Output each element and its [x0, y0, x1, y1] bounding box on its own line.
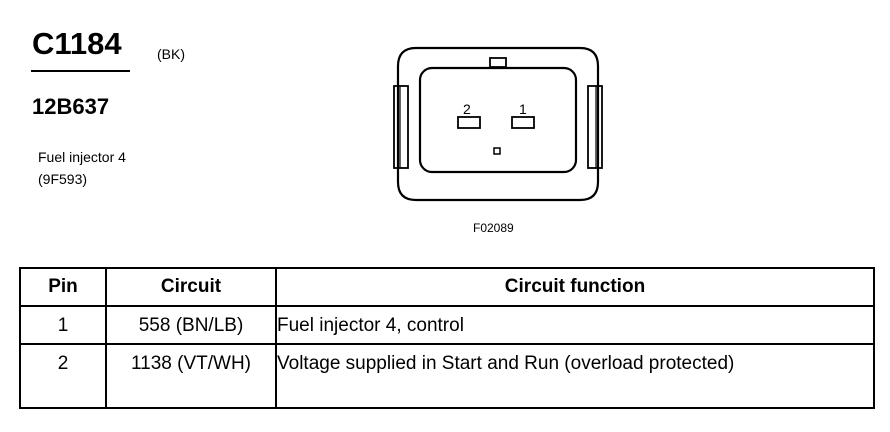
pin-cell: 2: [19, 343, 107, 409]
connector-inner-face: [418, 66, 578, 174]
connector-latch-tab: [489, 57, 507, 68]
header-circuit: Circuit: [105, 267, 277, 307]
pin-2-label: 2: [463, 101, 471, 117]
figure-id: F02089: [473, 221, 514, 235]
pin-1-label: 1: [519, 101, 527, 117]
connector-right-rail: [587, 85, 603, 169]
connector-housing-outline: [396, 46, 600, 202]
component-code: (9F593): [38, 171, 88, 187]
circuit-cell: 558 (BN/LB): [105, 306, 277, 344]
table-row: 2 1138 (VT/WH) Voltage supplied in Start…: [19, 343, 875, 409]
part-number: 12B637: [32, 94, 110, 119]
connector-left-rail: [393, 85, 409, 169]
table-row: 1 558 (BN/LB) Fuel injector 4, control: [19, 306, 875, 344]
header-pin: Pin: [19, 267, 107, 307]
pin-cell: 1: [19, 306, 107, 344]
circuit-cell: 1138 (VT/WH): [105, 343, 277, 409]
header-circuit-function: Circuit function: [275, 267, 875, 307]
connector-key-mark: [493, 147, 501, 155]
connector-id: C1184: [32, 26, 122, 61]
connector-color: (BK): [157, 46, 185, 62]
pin-2-cavity: [457, 116, 481, 129]
circuit-function-cell: Fuel injector 4, control: [275, 306, 875, 344]
pin-table: Pin Circuit Circuit function 1 558 (BN/L…: [19, 267, 875, 409]
pin-1-cavity: [511, 116, 535, 129]
connector-face-diagram: 2 1: [393, 46, 603, 202]
table-header-row: Pin Circuit Circuit function: [19, 267, 875, 307]
connector-id-underline: [31, 70, 130, 72]
circuit-function-cell: Voltage supplied in Start and Run (overl…: [275, 343, 875, 409]
component-name: Fuel injector 4: [38, 149, 126, 165]
